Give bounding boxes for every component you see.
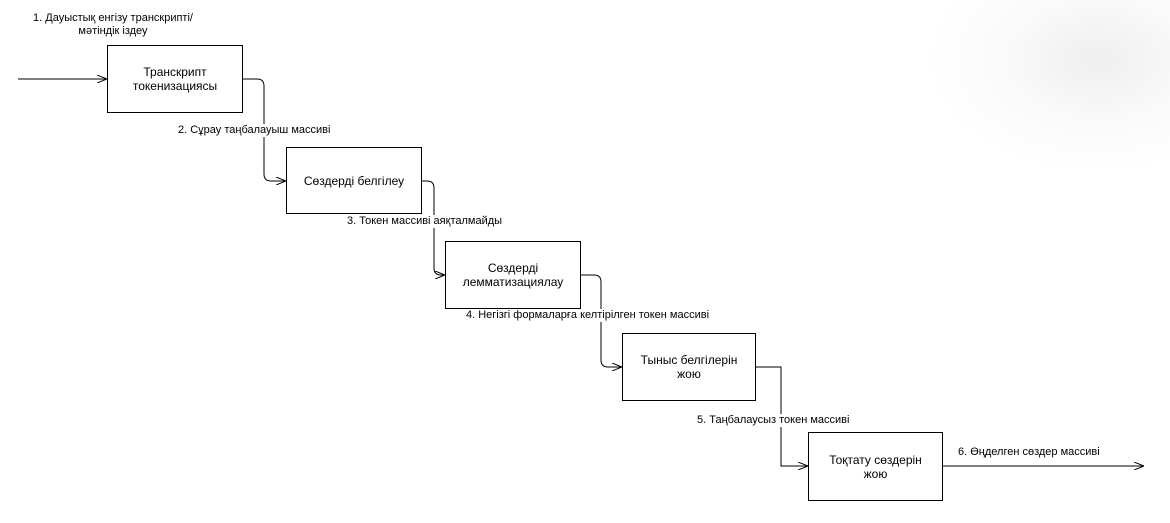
flow-label-1: 1. Дауыстық енгізу транскрипті/ мәтіндік… [18,12,208,38]
process-step-tokenization: Транскрипт токенизациясы [107,45,243,113]
process-step-stopword-removal: Тоқтату сөздерін жою [808,432,943,501]
process-step-lemmatization: Сөздерді лемматизациялау [445,241,581,309]
flow-label-3: 3. Токен массиві аяқталмайды [347,215,503,228]
flow-label-4: 4. Негізгі формаларға келтірілген токен … [466,309,710,322]
flow-label-2: 2. Сұрау таңбалауыш массиві [178,124,331,137]
flow-label-6: 6. Өңделген сөздер массиві [958,446,1100,459]
flow-label-5: 5. Таңбалаусыз токен массиві [697,414,850,427]
process-step-punctuation-removal: Тыныс белгілерін жою [622,333,756,401]
process-step-tagging: Сөздерді белгілеу [286,147,422,214]
flow-arrow-2-3 [422,180,444,275]
background-texture [930,0,1170,170]
